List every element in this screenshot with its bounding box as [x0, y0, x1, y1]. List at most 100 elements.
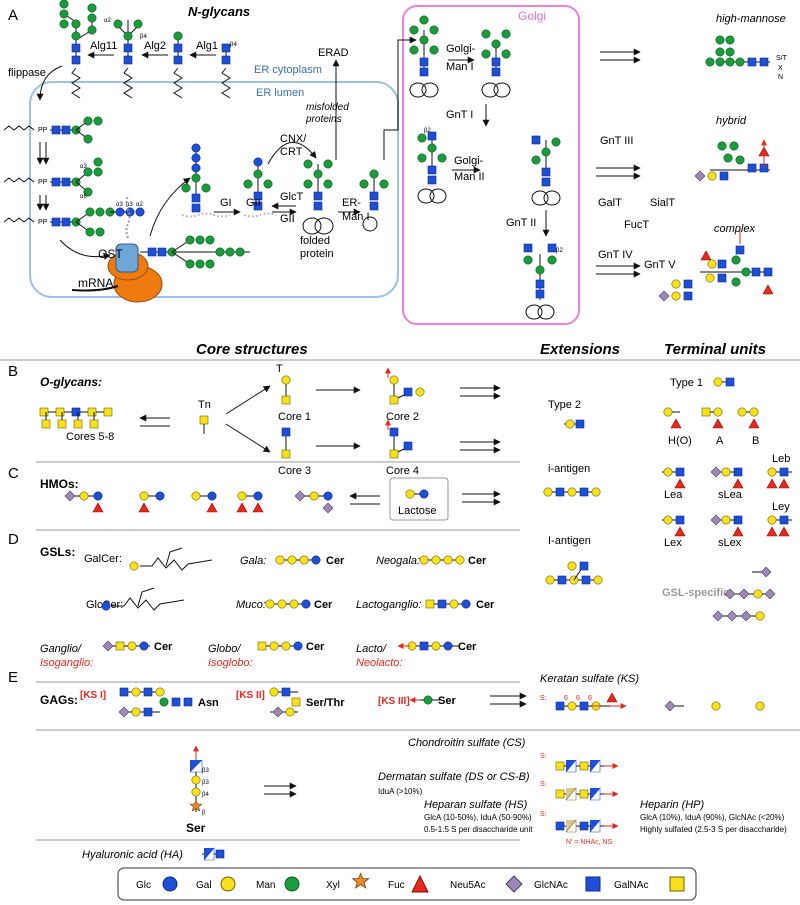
folded-label: folded	[300, 235, 330, 247]
keratan-label: Keratan sulfate (KS)	[540, 673, 639, 685]
svg-text:α2: α2	[136, 202, 143, 208]
cores-5-8-label: Cores 5-8	[66, 431, 114, 443]
section-a-letter: A	[8, 7, 18, 24]
lactose-label: Lactose	[398, 505, 437, 517]
o-glycans-title: O-glycans:	[40, 375, 102, 389]
svg-text:β: β	[202, 810, 206, 816]
lea-label: Lea	[664, 489, 683, 501]
alg1-label: Alg1	[196, 40, 218, 52]
svg-text:α3: α3	[126, 202, 133, 208]
ley-label: Ley	[772, 501, 790, 513]
t-label: T	[276, 363, 283, 375]
ks3-label: [KS III]	[378, 696, 410, 707]
n-glycans-title: N-glycans	[188, 4, 250, 19]
dermatan-label: Dermatan sulfate (DS or CS-B)	[378, 771, 530, 783]
h-label: H(O)	[668, 435, 692, 447]
ks2-label: [KS II]	[236, 690, 265, 701]
svg-text:6: 6	[576, 695, 580, 702]
svg-text:6: 6	[564, 695, 568, 702]
svg-text:α3: α3	[116, 202, 123, 208]
section-e-letter: E	[8, 669, 18, 686]
nprime-label: N' = NHAc, NS	[566, 839, 613, 846]
I-antigen-structure	[545, 561, 603, 585]
fuct-label: FucT	[624, 219, 649, 231]
golgi-man-i-label: Man I	[446, 61, 474, 73]
heparin-label: Heparin (HP)	[640, 799, 705, 811]
man-ii-label: Man II	[454, 171, 485, 183]
gnt-iii-label: GnT III	[600, 135, 633, 147]
gag-linker: β3 β3 β4 β	[189, 745, 297, 816]
golgi-man2-label: Golgi-	[454, 155, 484, 167]
gi-label: GI	[220, 197, 232, 209]
svg-text:PP: PP	[38, 127, 48, 134]
o-glycan-cores	[39, 367, 501, 459]
gnt-iv-label: GnT IV	[598, 249, 633, 261]
hybrid-label: hybrid	[716, 115, 747, 127]
ks-structures	[118, 687, 527, 718]
cer-1: Cer	[326, 555, 345, 567]
core2-label: Core 2	[386, 411, 419, 423]
svg-text:S:: S:	[540, 753, 547, 760]
hmos-title: HMOs:	[40, 477, 79, 491]
lacto-label: Lacto/	[356, 643, 387, 655]
ser2-label: Ser	[186, 821, 206, 835]
heparan-desc-2: 0.5-1.5 S per disaccharide unit	[424, 825, 533, 834]
svg-text:β3: β3	[202, 780, 209, 786]
cer-5: Cer	[154, 641, 173, 653]
alg2-label: Alg2	[144, 40, 166, 52]
gsl-specific-structures	[712, 566, 776, 622]
ceramide-drawings	[101, 547, 213, 611]
svg-text:6: 6	[588, 695, 592, 702]
legend-galnac: GalNAc	[614, 880, 648, 891]
svg-text:β3: β3	[202, 768, 209, 774]
gsl-chains	[102, 555, 471, 652]
svg-text:PP: PP	[38, 219, 48, 226]
type1-label: Type 1	[670, 377, 703, 389]
svg-text:β4: β4	[202, 792, 209, 798]
proteins-label: proteins	[305, 114, 342, 125]
high-mannose-label: high-mannose	[716, 13, 786, 25]
hyaluronic-label: Hyaluronic acid (HA)	[82, 849, 183, 861]
ha-repeat	[202, 847, 225, 861]
cytoplasm-intermediates: β4 α2 β4	[59, 0, 237, 99]
hmo-structures	[64, 477, 501, 521]
lex-label: Lex	[664, 537, 682, 549]
cer-3: Cer	[314, 599, 333, 611]
legend-gal: Gal	[196, 880, 212, 891]
cer-6: Cer	[306, 641, 325, 653]
core4-label: Core 4	[386, 465, 419, 477]
core3-label: Core 3	[278, 465, 311, 477]
cer-7: Cer	[458, 641, 477, 653]
svg-text:α3: α3	[80, 164, 87, 170]
svg-text:β2: β2	[424, 128, 431, 134]
ost-complex	[71, 177, 250, 303]
core1-label: Core 1	[278, 411, 311, 423]
sialt-label: SialT	[650, 197, 675, 209]
legend-symbols	[162, 872, 685, 893]
svg-text:β2: β2	[556, 248, 563, 254]
svg-text:PP: PP	[38, 179, 48, 186]
i-antigen-structure	[543, 487, 601, 497]
flippase-label: flippase	[8, 67, 46, 79]
galt-label: GalT	[598, 197, 622, 209]
ganglio-label: Ganglio/	[40, 643, 82, 655]
cnx-label: CNX/	[280, 133, 307, 145]
ost-label: OST	[98, 247, 123, 261]
glct-label: GlcT	[280, 191, 304, 203]
gags-title: GAGs:	[40, 693, 78, 707]
type2-structure	[564, 419, 585, 429]
gag-repeats: S: S: S:	[540, 753, 619, 833]
I-antigen-label: I-antigen	[548, 535, 591, 547]
terminal-units-structures	[662, 377, 792, 537]
muco-label: Muco:	[236, 599, 266, 611]
extensions-header: Extensions	[540, 341, 620, 358]
crt-label: CRT	[280, 146, 303, 158]
hm-st-label: S/T	[776, 55, 788, 62]
heparan-desc-1: GlcA (10-50%), IduA (50-90%)	[424, 813, 532, 822]
heparin-desc-1: GlcA (10%), IduA (90%), GlcNAc (<20%)	[640, 813, 785, 822]
gnt-i-label: GnT I	[446, 109, 473, 121]
golgi-products	[596, 35, 774, 302]
golgi-processing: β2 β2	[409, 15, 563, 320]
